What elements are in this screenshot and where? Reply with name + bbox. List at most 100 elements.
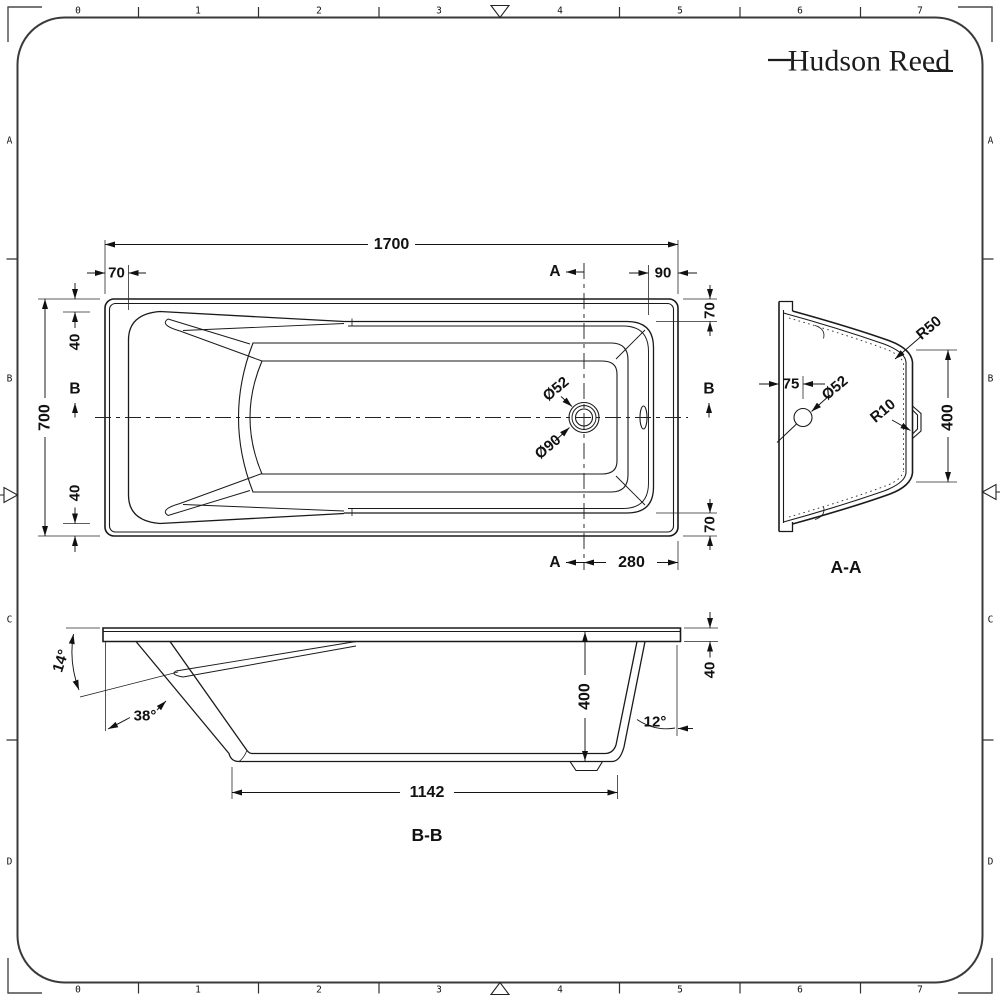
bb-backrest-band [173,641,357,678]
section-marker-B-left: B [69,381,81,418]
ruler-label: A [7,136,13,147]
section-marker-A-top: A [549,263,584,280]
dim-label: 400 [940,404,957,431]
center-mark-bottom [489,981,511,996]
ruler-label: 2 [316,6,322,17]
ruler-label: B [7,374,13,385]
floor-contour [249,360,618,475]
ruler-label: 6 [797,985,803,996]
aa-rim-tabs [779,300,794,533]
section-title-aa: A-A [830,557,861,577]
dim-back-slope-38: 38° [107,700,167,730]
aa-overflow-hole [793,407,813,428]
dim-label: 280 [618,554,645,571]
bb-backrest-extension [79,671,179,698]
dim-label: 90 [655,265,672,282]
dim-rim-top-40: 40 [63,283,90,350]
section-view-bb: 14° 38° 12° 400 40 [49,612,719,845]
dim-label: Ø90 [532,431,565,462]
dim-label: 1142 [410,784,445,801]
plan-view-geometry [95,263,688,570]
corner-mark-top-right [958,6,993,42]
dim-rim-drop-40: 40 [684,612,719,678]
bb-back-corner-break [238,750,248,762]
ruler-label: 7 [917,6,923,17]
dim-base-length-1142: 1142 [231,767,618,801]
aa-surface-breaks [814,325,825,520]
section-marker-B-right: B [703,381,715,418]
backrest-inner-edges [182,323,345,512]
aa-geometry [778,300,922,533]
ruler-bottom: 0 1 2 3 4 5 6 7 [75,985,923,996]
dim-left-inset-70: 70 [87,265,146,310]
center-mark-left [0,486,19,504]
dim-label: Ø52 [540,373,573,404]
cut-label: B [69,381,80,398]
dim-width-700: 700 [37,298,100,537]
dim-label: 1700 [374,236,410,253]
logo-text: Hudson Reed [788,45,950,78]
dim-base-width-400: 400 [916,349,957,483]
dim-label: 75 [783,376,800,393]
ruler-label: 5 [677,6,683,17]
callout-base-radius-R10: R10 [867,396,911,431]
ruler-label: 4 [557,6,563,17]
section-view-aa: 75 Ø52 R50 R10 400 A-A [759,300,957,577]
aa-shell-inner [783,312,907,523]
brand-logo: Hudson Reed [768,45,953,78]
ruler-label: 5 [677,985,683,996]
ruler-label: 3 [436,6,442,17]
ruler-label: C [7,615,13,626]
ruler-left: A B C D [7,136,13,868]
ruler-label: D [7,857,13,868]
dim-label: 40 [67,334,84,351]
corner-mark-bottom-right [958,958,993,994]
dim-label: 40 [67,485,84,502]
drawing-border [16,16,984,984]
plan-view: 1700 70 90 700 [37,236,719,571]
center-mark-right [981,483,1000,501]
section-title-bb: B-B [411,825,442,845]
aa-hidden-edge-top [788,317,904,470]
ruler-label: 4 [557,985,563,996]
dim-label: 70 [108,265,125,282]
ruler-label: 0 [75,6,81,17]
ruler-label: 7 [917,985,923,996]
aa-base-rib [912,405,922,439]
dim-label: 700 [37,404,54,431]
head-slope-bottom [164,473,263,516]
dim-label: 70 [702,516,719,533]
dim-label: 14° [49,648,72,675]
sheet-frame: 0 1 2 3 4 5 6 7 0 1 2 3 4 5 6 7 A B C D [0,4,1000,996]
aa-hidden-edge-bottom [788,470,904,518]
ruler-top: 0 1 2 3 4 5 6 7 [75,6,923,17]
aa-shell-outer [792,310,914,525]
dim-label: 400 [577,683,594,710]
callout-waste-dia: Ø52 [540,373,573,407]
cut-label: B [703,381,714,398]
dim-right-inset-90: 90 [629,265,697,315]
bb-geometry [79,627,682,772]
corner-mark-top-left [7,6,42,42]
ruler-label: A [988,136,994,147]
ruler-label: 2 [316,985,322,996]
ruler-right: A B C D [988,136,994,868]
dim-drain-offset-280: 280 [584,541,679,571]
dim-foot-slope-12: 12° [636,714,693,732]
dim-label: Ø52 [819,372,852,403]
ruler-label: 1 [195,6,201,17]
ruler-label: C [988,615,994,626]
opening-outer-lip [344,320,655,514]
dim-rim-bottom-40: 40 [63,485,90,552]
plan-dimensions: 1700 70 90 700 [37,236,719,571]
bb-back-wall [135,641,253,763]
dim-edge-top-70: 70 [656,285,719,336]
callout-top-radius-R50: R50 [894,313,945,360]
center-mark-top [489,4,511,19]
aa-dimensions: 75 Ø52 R50 R10 400 [759,313,957,483]
dim-overflow-offset-75: 75 [759,376,825,399]
callout-flange-dia: Ø90 [532,427,570,463]
dim-label: 70 [702,302,719,319]
